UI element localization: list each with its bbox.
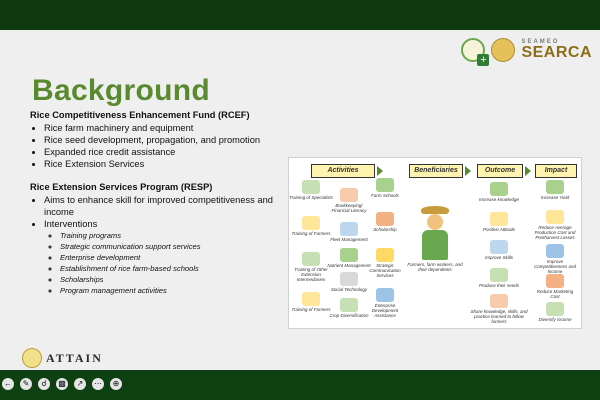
seeds-icon [490,268,508,282]
activity-node: Training of Farmers [289,216,333,236]
impact-node: Increase Yield [533,180,577,200]
arrow-icon [465,166,471,176]
list-item: Rice Extension Services [44,158,285,170]
interventions-list: Training programs Strategic communicatio… [30,230,285,296]
activity-node: Crop Diversification [327,298,371,318]
resp-list: Aims to enhance skill for improved compe… [30,194,285,230]
face-icon [427,214,443,230]
viewer-controls: ← ✎ ☌ ▩ ↗ ⋯ ⊕ [2,378,122,390]
outcome-node: Positive Attitude [477,212,521,232]
crops-icon [340,298,358,312]
impact-node: Improve Competitiveness and Income [533,244,577,274]
share-icon[interactable]: ↗ [74,378,86,390]
impact-node: Reduce Marketing Cost [533,274,577,299]
header-activities: Activities [311,164,375,178]
partner-logos: + SEAMEO SEARCA [461,38,592,66]
activity-node: Training of Specialists [289,180,333,200]
header-outcome: Outcome [477,164,523,178]
nutrient-icon [340,248,358,262]
list-item: Aims to enhance skill for improved compe… [44,194,285,218]
cost-icon [546,210,564,224]
search-icon[interactable]: ☌ [38,378,50,390]
list-item: Enterprise development [60,252,285,263]
back-icon[interactable]: ← [2,378,14,390]
header-impact: Impact [535,164,577,178]
enterprise-icon [376,288,394,302]
activity-node: Nutrient Management [327,248,371,268]
yield-icon [546,180,564,194]
zoom-icon[interactable]: ⊕ [110,378,122,390]
income-icon [546,244,564,258]
communication-icon [376,248,394,262]
outcome-node: Share knowledge, skills, and practice le… [469,294,529,324]
arrow-icon [525,166,531,176]
extension-icon [302,252,320,266]
attitude-icon [490,212,508,226]
list-item: Expanded rice credit assistance [44,146,285,158]
impact-node: Diversify income [533,302,577,322]
seameo-label: SEAMEO [521,39,560,45]
leaf-logo-icon: + [461,38,490,66]
outcome-node: Produce their seeds [477,268,521,288]
market-icon [546,274,564,288]
farmer-icon [302,216,320,230]
sharing-icon [490,294,508,308]
attain-seal-icon [22,348,42,368]
school-icon [376,178,394,192]
activity-node: Enterprise Development Assistance [363,288,407,318]
beneficiary-node: Farmers, farm workers, and their depende… [407,206,463,272]
cc-icon[interactable]: ▩ [56,378,68,390]
outcome-node: Improve Skills [477,240,521,260]
activity-node: Farm Schools [363,178,407,198]
list-item: Rice farm machinery and equipment [44,122,285,134]
beneficiary-label: Farmers, farm workers, and their depende… [407,262,463,272]
scholarship-icon [376,212,394,226]
activity-node: Fleet Management [327,222,371,242]
skills-icon [490,240,508,254]
list-item: Scholarships [60,274,285,285]
activity-node: Strategic Communication Services [363,248,407,278]
searca-seal-icon [491,38,516,62]
program-text: Rice Competitiveness Enhancement Fund (R… [30,110,285,296]
technology-icon [340,272,358,286]
farmer-body-icon [422,230,448,260]
slide: + SEAMEO SEARCA Background Rice Competit… [0,30,600,370]
more-icon[interactable]: ⋯ [92,378,104,390]
farmer-icon [302,292,320,306]
resp-heading: Rice Extension Services Program (RESP) [30,182,213,192]
tractor-icon [340,222,358,236]
list-item: Training programs [60,230,285,241]
outcome-node: Increase knowledge [477,182,521,202]
impact-node: Reduce Average Production Cost and Posth… [533,210,577,240]
plus-icon: + [477,54,490,66]
searca-wordmark: SEAMEO SEARCA [521,39,592,61]
knowledge-icon [490,182,508,196]
attain-logo: ATTAIN [22,348,103,368]
list-item: Strategic communication support services [60,241,285,252]
trainer-icon [302,180,320,194]
slide-title: Background [32,74,211,107]
rcef-list: Rice farm machinery and equipment Rice s… [30,122,285,170]
attain-label: ATTAIN [46,350,103,365]
activity-node: Social Technology [327,272,371,292]
activity-node: Training of Other Extension Intermediari… [289,252,333,282]
header-beneficiaries: Beneficiaries [409,164,463,178]
list-item: Rice seed development, propagation, and … [44,134,285,146]
searca-label: SEARCA [521,44,592,61]
diversify-icon [546,302,564,316]
arrow-icon [377,166,383,176]
activity-node: Training of Farmers [289,292,333,312]
hat-icon [421,206,449,214]
program-diagram: Activities Beneficiaries Outcome Impact … [288,157,582,329]
list-item: Interventions [44,218,285,230]
activity-node: Bookkeeping/ Financial Literacy [327,188,371,213]
rcef-heading: Rice Competitiveness Enhancement Fund (R… [30,110,250,120]
list-item: Establishment of rice farm-based schools [60,263,285,274]
pen-icon[interactable]: ✎ [20,378,32,390]
list-item: Program management activities [60,285,285,296]
ledger-icon [340,188,358,202]
top-bar [0,0,600,30]
activity-node: Scholarship [363,212,407,232]
